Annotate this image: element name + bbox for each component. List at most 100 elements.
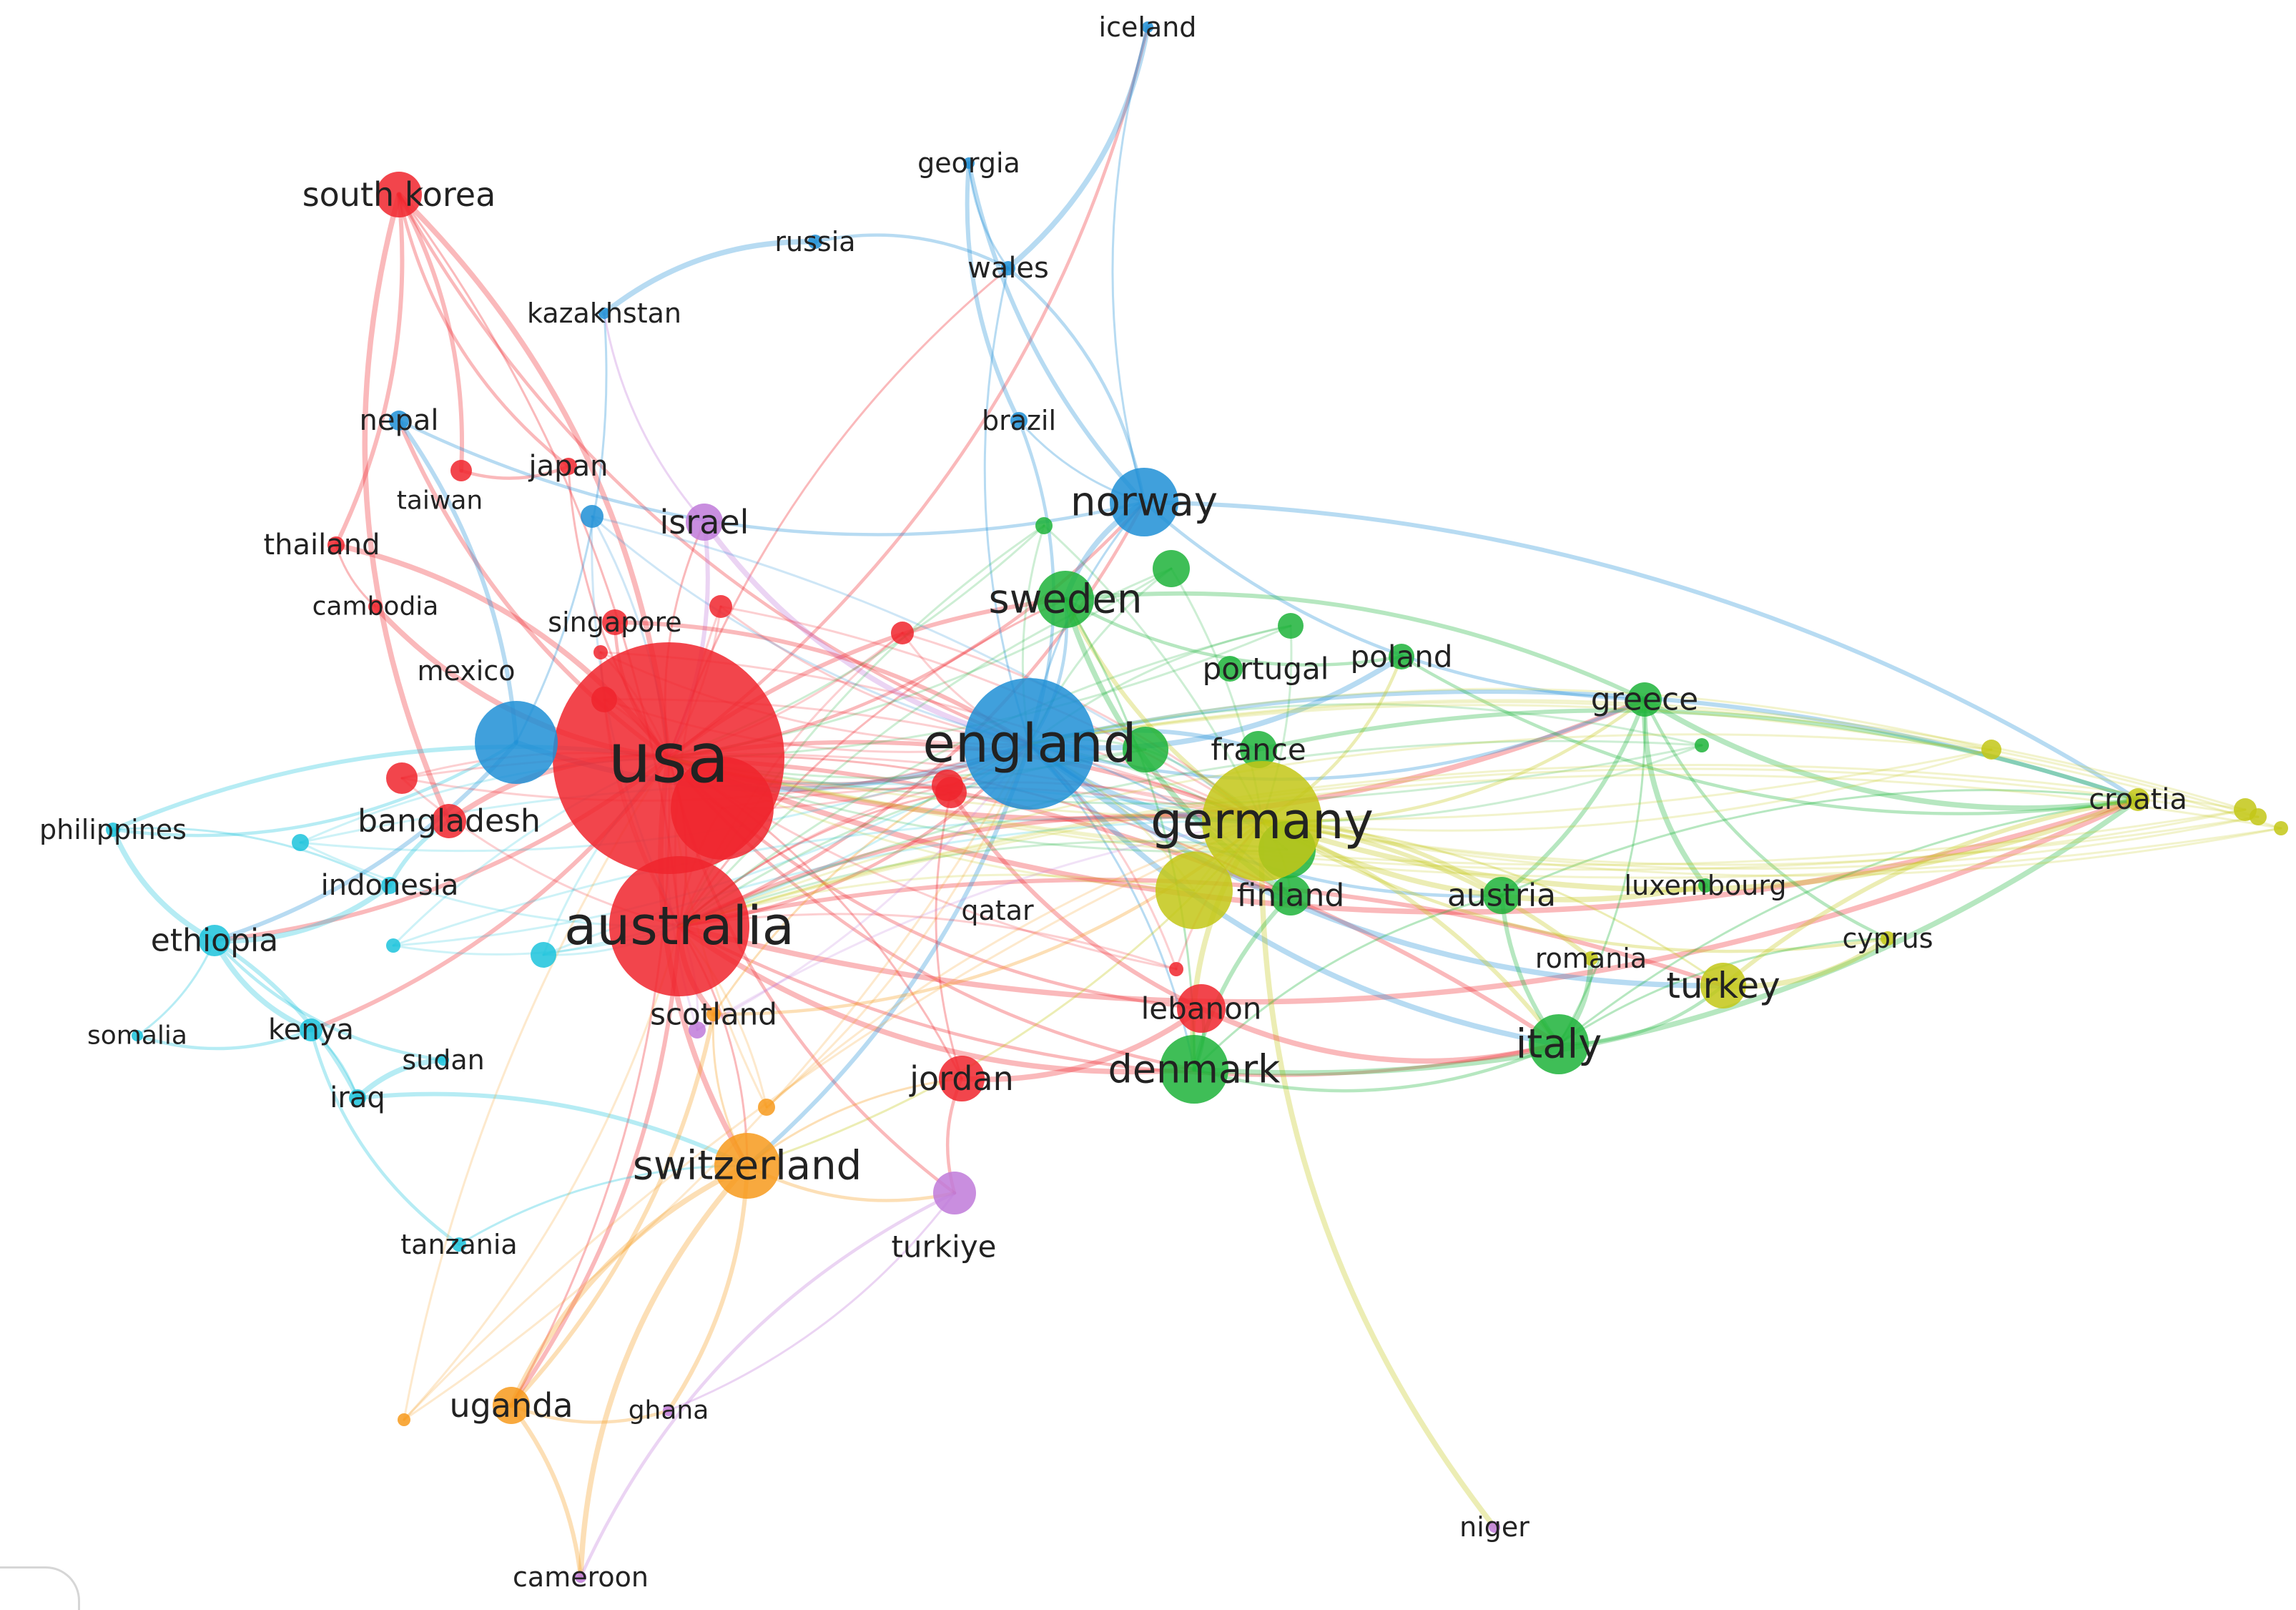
node-ghana[interactable] — [663, 1405, 674, 1416]
node-taiwan[interactable] — [450, 460, 472, 481]
node-unlabeled[interactable] — [386, 762, 418, 794]
edge-usa-greece — [666, 697, 1647, 823]
node-niger[interactable] — [1489, 1521, 1500, 1533]
edge-australia-germany — [677, 813, 1264, 928]
label-uganda: uganda — [449, 1386, 573, 1425]
node-bangladesh[interactable] — [432, 804, 466, 838]
node-unlabeled[interactable] — [1156, 852, 1233, 929]
node-unlabeled[interactable] — [758, 1099, 775, 1116]
node-unlabeled[interactable] — [531, 942, 556, 968]
edge-minor — [1261, 815, 2260, 870]
node-lebanon[interactable] — [1177, 984, 1226, 1033]
node-cameroon[interactable] — [575, 1571, 586, 1583]
node-cyprus[interactable] — [1881, 931, 1895, 946]
node-uganda[interactable] — [493, 1387, 530, 1424]
node-israel[interactable] — [686, 504, 723, 541]
node-france[interactable] — [1240, 731, 1277, 768]
node-iraq[interactable] — [349, 1089, 366, 1106]
edge-italy-croatia — [1557, 798, 2139, 1046]
edge-jordan-lebanon — [959, 1006, 1204, 1082]
label-turkiye: turkiye — [891, 1229, 996, 1265]
node-thailand[interactable] — [327, 536, 345, 554]
node-italy[interactable] — [1529, 1014, 1589, 1074]
node-indonesia[interactable] — [381, 877, 398, 894]
edge-austria-croatia — [1500, 789, 2139, 897]
node-germany[interactable] — [1202, 761, 1322, 881]
node-brazil[interactable] — [1010, 412, 1028, 429]
node-unlabeled[interactable] — [1035, 517, 1053, 534]
label-taiwan: taiwan — [397, 486, 483, 516]
node-luxembourg[interactable] — [1698, 878, 1713, 893]
node-wales[interactable] — [1001, 261, 1015, 275]
node-ethiopia[interactable] — [199, 925, 230, 956]
node-nepal[interactable] — [389, 411, 409, 431]
node-unlabeled[interactable] — [709, 595, 732, 618]
node-denmark[interactable] — [1160, 1035, 1228, 1104]
node-unlabeled[interactable] — [1169, 962, 1183, 976]
edge-kazakhstan-mexico — [515, 312, 608, 744]
node-usa[interactable] — [553, 642, 784, 874]
node-turkiye[interactable] — [933, 1172, 976, 1214]
node-sudan[interactable] — [438, 1054, 449, 1066]
node-somalia[interactable] — [132, 1030, 143, 1041]
node-unlabeled[interactable] — [891, 622, 914, 644]
node-jordan[interactable] — [939, 1056, 985, 1101]
node-romania[interactable] — [1584, 951, 1598, 966]
node-switzerland[interactable] — [714, 1133, 780, 1199]
node-iceland[interactable] — [1142, 21, 1153, 33]
node-greece[interactable] — [1627, 682, 1662, 717]
node-south-korea[interactable] — [376, 172, 422, 217]
edge-usa-italy — [666, 756, 1561, 1046]
label-cambodia: cambodia — [312, 592, 439, 622]
node-cambodia[interactable] — [368, 599, 383, 614]
node-unlabeled[interactable] — [2274, 821, 2288, 835]
label-turkey: turkey — [1666, 965, 1780, 1006]
edge-wales-russia — [813, 233, 1010, 270]
node-unlabeled[interactable] — [581, 505, 603, 528]
node-scotland[interactable] — [706, 1007, 721, 1021]
node-unlabeled[interactable] — [386, 938, 400, 953]
edge-switzerland-ghana — [666, 1164, 749, 1413]
node-kazakhstan[interactable] — [598, 308, 610, 319]
node-unlabeled[interactable] — [1981, 740, 2001, 760]
label-germany: germany — [1151, 792, 1374, 850]
node-japan[interactable] — [560, 458, 577, 475]
node-sweden[interactable] — [1037, 571, 1094, 628]
node-turkey[interactable] — [1700, 963, 1746, 1008]
node-unlabeled[interactable] — [398, 1413, 410, 1426]
edge-australia-sweden — [678, 598, 1067, 928]
node-qatar[interactable] — [935, 777, 967, 808]
node-unlabeled[interactable] — [1153, 550, 1190, 587]
label-australia: australia — [564, 895, 794, 957]
node-singapore[interactable] — [602, 609, 628, 635]
node-mexico[interactable] — [475, 701, 558, 784]
node-unlabeled[interactable] — [593, 645, 608, 659]
node-england[interactable] — [964, 678, 1095, 810]
node-russia[interactable] — [808, 235, 822, 249]
node-unlabeled[interactable] — [2250, 808, 2267, 825]
label-somalia: somalia — [87, 1021, 187, 1051]
node-portugal[interactable] — [1217, 656, 1243, 682]
edge-england-wales — [983, 267, 1031, 745]
label-georgia: georgia — [917, 147, 1020, 179]
node-unlabeled[interactable] — [689, 1021, 706, 1039]
node-tanzania[interactable] — [452, 1237, 466, 1252]
node-kenya[interactable] — [300, 1018, 322, 1041]
node-croatia[interactable] — [2127, 788, 2149, 811]
edge-uganda-ghana — [509, 1403, 671, 1424]
label-russia: russia — [774, 226, 855, 257]
node-poland[interactable] — [1389, 644, 1414, 669]
node-unlabeled[interactable] — [1123, 727, 1168, 772]
node-unlabeled[interactable] — [1695, 738, 1709, 752]
node-australia[interactable] — [609, 856, 749, 996]
label-singapore: singapore — [548, 607, 681, 638]
node-finland[interactable] — [1271, 875, 1311, 916]
node-georgia[interactable] — [963, 157, 975, 169]
node-austria[interactable] — [1483, 877, 1520, 914]
node-unlabeled[interactable] — [1278, 613, 1304, 639]
node-philippines[interactable] — [106, 823, 120, 837]
node-norway[interactable] — [1110, 468, 1178, 536]
node-unlabeled[interactable] — [292, 834, 309, 851]
label-kenya: kenya — [268, 1013, 354, 1046]
edge-denmark-croatia — [1191, 797, 2141, 1076]
